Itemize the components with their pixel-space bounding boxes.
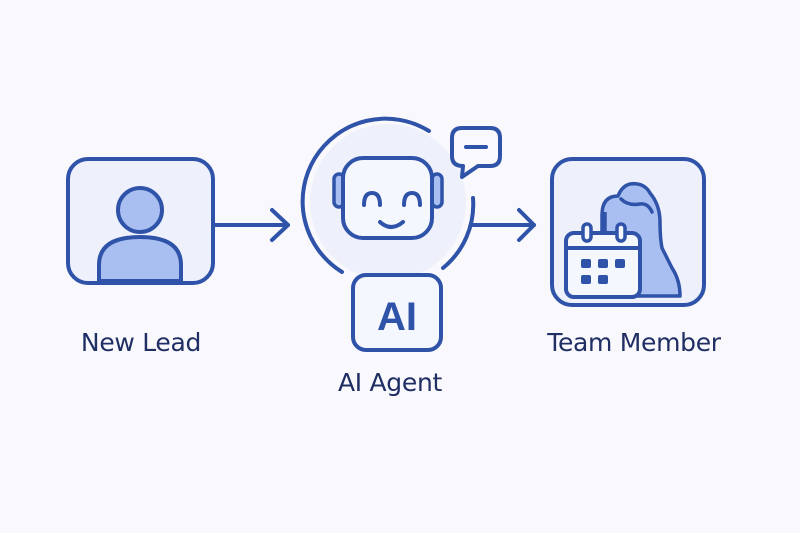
node-team-member <box>550 157 706 307</box>
orbit-arc <box>300 116 431 274</box>
arrow-ai-agent-to-team-member <box>471 208 536 242</box>
node-ai-agent: AI <box>300 116 502 352</box>
node-label-ai-agent: AI Agent <box>337 368 443 397</box>
node-label-new-lead: New Lead <box>80 328 202 357</box>
chat-bubble-icon <box>450 126 502 179</box>
arrow-new-lead-to-ai-agent <box>211 208 290 242</box>
ai-badge: AI <box>351 273 443 352</box>
node-label-team-member: Team Member <box>547 328 721 357</box>
node-new-lead <box>66 157 215 285</box>
ai-badge-text: AI <box>377 295 417 339</box>
robot-icon <box>332 156 444 240</box>
orbit-arc <box>441 196 476 270</box>
team-member-calendar-icon <box>564 181 682 299</box>
user-icon <box>97 186 183 283</box>
